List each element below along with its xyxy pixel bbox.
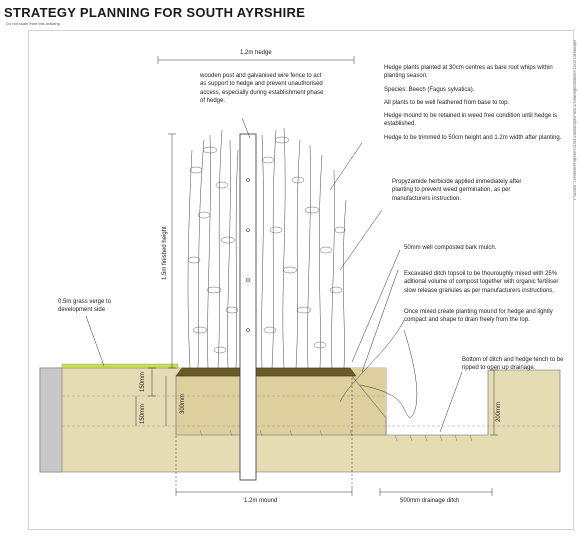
note-ditch: Bottom of ditch and hedge tench to be ri… bbox=[462, 357, 564, 372]
verge-edge bbox=[39, 367, 63, 473]
finished-height-dim: 1.5m finished height bbox=[162, 226, 168, 280]
leader-lines bbox=[85, 117, 463, 433]
mound-height-dim: 300mm bbox=[180, 393, 186, 414]
drawing-frame bbox=[28, 30, 574, 530]
note-verge: 0.5m grass verge to development side bbox=[58, 299, 112, 314]
grass-verge bbox=[61, 363, 179, 369]
fence-post bbox=[239, 133, 257, 481]
ditch-rip-marks bbox=[199, 429, 473, 442]
bark-mulch bbox=[175, 367, 357, 377]
verge-depth-dim: 150mm bbox=[140, 403, 146, 424]
note-feathered: All plants to be well feathered from bas… bbox=[384, 100, 510, 106]
note-weed-free: Hedge mound to be retained in weed free … bbox=[384, 113, 558, 128]
note-herbicide: Propyzamide herbicide applied immediatel… bbox=[392, 179, 522, 202]
hedge-width-dim: 1.2m hedge bbox=[240, 50, 272, 56]
note-topsoil: Excavated ditch topsoil to be thouroughl… bbox=[404, 271, 559, 294]
note-species: Species: Beech (Fagus sylvatica). bbox=[384, 87, 475, 93]
scale-note: Do not scale from this drawing bbox=[6, 21, 60, 26]
mound-width-dim: 1.2m mound bbox=[244, 498, 278, 504]
ground bbox=[39, 363, 561, 473]
hedge-plants bbox=[187, 127, 347, 369]
note-mound: Once mixed create planting mound for hed… bbox=[404, 309, 553, 324]
drawing-title: STRATEGY PLANNING FOR SOUTH AYRSHIRE bbox=[4, 5, 306, 20]
note-plants: Hedge plants planted at 30cm centres as … bbox=[384, 65, 553, 80]
note-mulch: 50mm well composted bark mulch. bbox=[404, 245, 497, 251]
note-post: wooden post and galvanised wire fence to… bbox=[200, 73, 324, 105]
dimension-lines bbox=[135, 56, 498, 496]
ditch-width-dim: 500mm drainage ditch bbox=[400, 498, 460, 504]
ditch-depth-dim: 200mm bbox=[496, 401, 502, 422]
note-trim: Hedge to be trimmed to 50cm height and 1… bbox=[384, 135, 562, 141]
mulch-depth-dim: 150mm bbox=[140, 371, 146, 392]
